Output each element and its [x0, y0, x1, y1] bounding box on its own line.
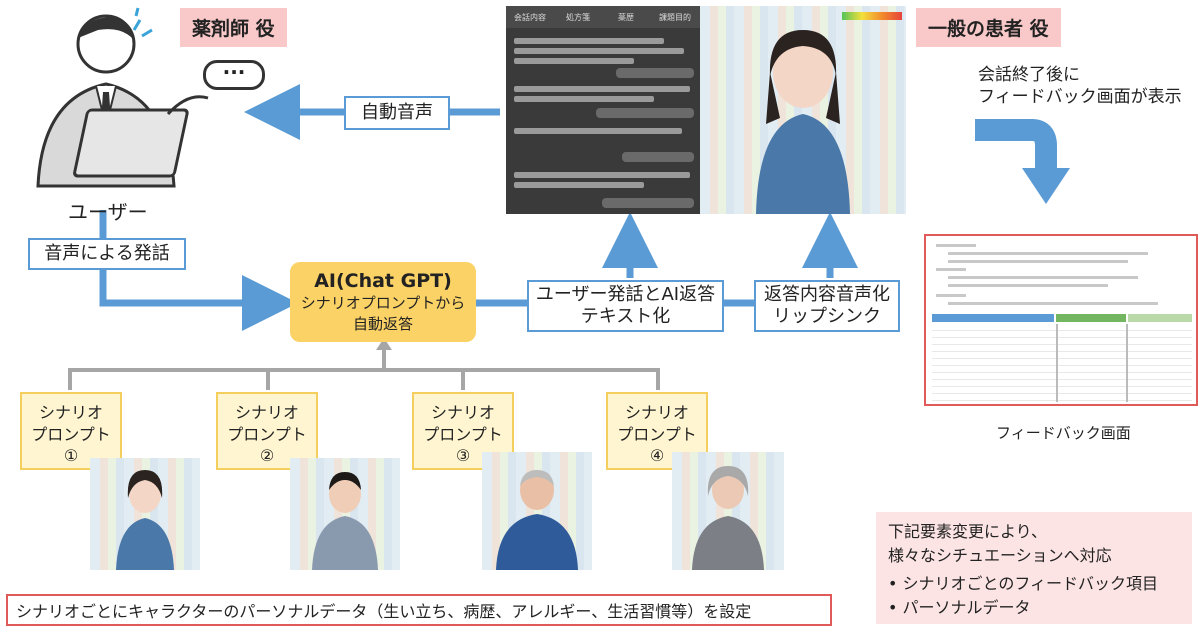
patient-role-label: 一般の患者 役	[916, 8, 1061, 47]
scenario-line: シナリオ	[624, 403, 689, 422]
scenario-number: ②	[259, 446, 275, 466]
scenario-number: ①	[63, 446, 79, 466]
scenario-line: シナリオ	[234, 403, 299, 422]
user-label: ユーザー	[68, 200, 148, 224]
ai-title: AI(Chat GPT)	[314, 270, 452, 292]
chat-tab[interactable]: 課題目的	[650, 6, 701, 28]
character-photo-elderly-man	[482, 452, 592, 570]
feedback-screen-thumbnail	[924, 234, 1198, 406]
lipsync-line: リップシンク	[773, 306, 881, 327]
character-photo-elderly-woman	[672, 452, 784, 570]
scenario-line: プロンプト	[617, 424, 697, 444]
auto-voice-box: 自動音声	[344, 96, 450, 130]
chat-tab[interactable]: 薬歴	[602, 6, 651, 28]
speech-dots-bubble: ···	[203, 60, 265, 90]
variation-list: • シナリオごとのフィードバック項目 • パーソナルデータ	[888, 572, 1180, 620]
character-photo-young-woman	[90, 458, 200, 570]
ai-subtitle: シナリオプロンプトから	[300, 294, 466, 312]
ai-subtitle: 自動返答	[352, 315, 413, 333]
feedback-curve-arrow	[975, 119, 1057, 170]
speech-input-box: 音声による発話	[28, 238, 186, 270]
variation-item-text: パーソナルデータ	[902, 598, 1031, 617]
scenario-number: ④	[649, 446, 665, 466]
feedback-screen-label: フィードバック画面	[996, 424, 1131, 442]
scenario-line: プロンプト	[423, 424, 503, 444]
text-conversion-line: ユーザー発話とAI返答	[535, 283, 716, 305]
scenario-line: シナリオ	[430, 403, 495, 422]
chat-tab[interactable]: 処方箋	[554, 6, 603, 28]
variation-item: • シナリオごとのフィードバック項目	[888, 574, 1159, 593]
variation-title: 様々なシチュエーションへ対応	[888, 546, 1112, 565]
scenario-number: ③	[455, 446, 471, 466]
character-photo-young-man	[290, 458, 400, 570]
lipsync-box: 返答内容音声化 リップシンク	[754, 280, 900, 332]
pharmacist-illustration	[18, 6, 280, 190]
volume-meter	[842, 12, 902, 20]
persona-note-box: シナリオごとにキャラクターのパーソナルデータ（生い立ち、病歴、アレルギー、生活習…	[6, 594, 832, 626]
scenario-line: プロンプト	[227, 424, 307, 444]
pharmacist-role-label: 薬剤師 役	[180, 8, 287, 47]
chat-screen: 会話内容 処方箋 薬歴 課題目的	[506, 6, 701, 214]
feedback-note: 会話終了後に フィードバック画面が表示	[978, 64, 1182, 108]
scenario-tree	[68, 368, 660, 390]
ai-chatgpt-box: AI(Chat GPT) シナリオプロンプトから 自動返答	[290, 262, 476, 342]
variation-box: 下記要素変更により、 様々なシチュエーションへ対応 • シナリオごとのフィードバ…	[876, 512, 1192, 624]
variation-title: 下記要素変更により、	[888, 522, 1048, 541]
feedback-note-line: 会話終了後に	[978, 65, 1080, 85]
variation-item: • パーソナルデータ	[888, 598, 1031, 617]
patient-video	[700, 6, 906, 214]
text-conversion-box: ユーザー発話とAI返答 テキスト化	[527, 280, 724, 332]
text-conversion-line: テキスト化	[580, 306, 671, 327]
scenario-line: シナリオ	[38, 403, 103, 422]
lipsync-line: 返答内容音声化	[764, 283, 890, 305]
scenario-line: プロンプト	[31, 424, 111, 444]
chat-tab[interactable]: 会話内容	[506, 6, 555, 28]
variation-item-text: シナリオごとのフィードバック項目	[902, 574, 1159, 593]
feedback-note-line: フィードバック画面が表示	[978, 87, 1182, 108]
